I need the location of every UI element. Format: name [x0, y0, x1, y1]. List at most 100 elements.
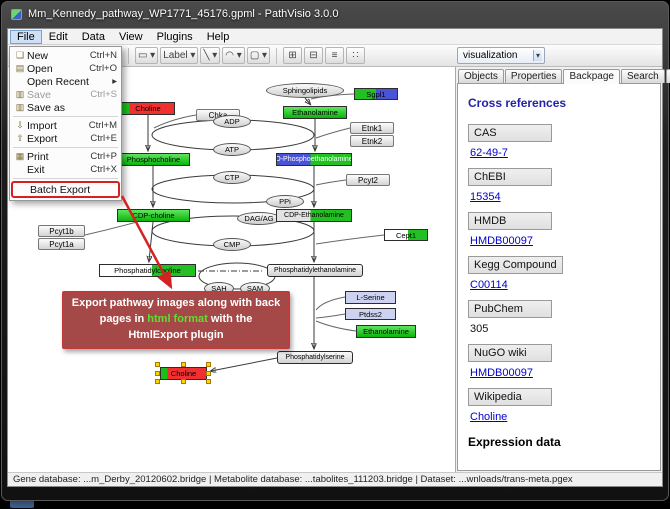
menu-item-label: Open Recent: [27, 75, 89, 88]
menu-item-icon: ▥: [15, 102, 25, 112]
pathway-node-ctp[interactable]: CTP: [213, 171, 251, 184]
visualization-select[interactable]: visualization ▾: [457, 47, 545, 64]
xref-link-wikipedia[interactable]: Choline: [470, 411, 508, 423]
pathway-node-etnk2[interactable]: Etnk2: [350, 135, 394, 147]
pathway-node-cept1[interactable]: Cept1: [384, 229, 428, 241]
html-format-highlight: html format: [147, 313, 208, 326]
xref-section-wikipedia: Wikipedia: [468, 388, 552, 406]
pathway-node-ethanolamine[interactable]: Ethanolamine: [356, 325, 416, 338]
titlebar[interactable]: Mm_Kennedy_pathway_WP1771_45176.gpml - P…: [1, 1, 669, 27]
xref-link-chebi[interactable]: 15354: [470, 191, 501, 203]
pathway-node-ptdss2[interactable]: Ptdss2: [345, 308, 396, 320]
pathway-node-dag-ag[interactable]: DAG/AG: [237, 212, 281, 225]
pathway-node-adp[interactable]: ADP: [213, 115, 251, 128]
sidebar: ObjectsPropertiesBackpageSearchLegend Cr…: [456, 67, 670, 472]
pathway-node-o-phosphoethanolamine[interactable]: O-Phosphoethanolamine: [276, 153, 352, 166]
annotation-callout: Export pathway images along with back pa…: [62, 291, 290, 349]
menu-view[interactable]: View: [118, 30, 143, 43]
xref-section-nugo-wiki: NuGO wiki: [468, 344, 552, 362]
selection-handle[interactable]: [206, 370, 211, 376]
line-button[interactable]: ╲ ▾: [200, 47, 221, 64]
graphical-line-button[interactable]: ◠ ▾: [222, 47, 245, 64]
match-size-button[interactable]: ∷: [346, 47, 366, 64]
pathway-node-sgpl1[interactable]: Sgpl1: [354, 88, 398, 100]
pathway-node-pcyt1a[interactable]: Pcyt1a: [38, 238, 85, 250]
selection-handle[interactable]: [206, 379, 211, 384]
expression-data-label: Expression data: [468, 435, 561, 449]
pathway-node-etnk1[interactable]: Etnk1: [350, 122, 394, 134]
menu-item-label: Open: [27, 62, 53, 75]
pathway-node-ethanolamine[interactable]: Ethanolamine: [283, 106, 347, 119]
annotation-line: HtmlExport plugin: [128, 328, 224, 341]
menu-item-label: Save: [27, 88, 51, 101]
menu-item-icon: ▥: [15, 89, 25, 99]
xref-section-pubchem: PubChem: [468, 300, 552, 318]
menu-plugins[interactable]: Plugins: [156, 30, 193, 43]
align-left-button[interactable]: ≡: [325, 47, 345, 64]
pathway-node-sphingolipids[interactable]: Sphingolipids: [266, 83, 344, 98]
pathway-node-cdp-ethanolamine[interactable]: CDP-Ethanolamine: [276, 209, 352, 222]
menu-file[interactable]: File: [10, 29, 42, 44]
file-menu-item-open-recent[interactable]: Open Recent ▸: [10, 75, 121, 88]
xref-link-cas[interactable]: 62-49-7: [470, 147, 508, 159]
pathway-node-ppi[interactable]: PPi: [266, 195, 304, 208]
status-text: Gene database: ...m_Derby_20120602.bridg…: [13, 474, 573, 485]
xref-value-pubchem: 305: [470, 323, 489, 335]
selection-handle[interactable]: [180, 362, 186, 367]
menu-item-label: Exit: [27, 163, 45, 176]
submenu-arrow-icon: ▸: [112, 76, 117, 87]
label-button[interactable]: Label ▾: [160, 47, 199, 64]
menu-item-icon: ❏: [15, 50, 25, 60]
edit-buttons-group: ⊞⊟≡∷: [283, 47, 366, 64]
align-horizontal-button[interactable]: ⊞: [283, 47, 303, 64]
file-menu-item-save-as[interactable]: ▥Save as: [10, 101, 121, 114]
menu-item-label: Export: [27, 132, 58, 145]
menu-data[interactable]: Data: [81, 30, 105, 43]
pathway-node-l-serine[interactable]: L-Serine: [345, 291, 396, 304]
pathway-node-phosphatidylcholine[interactable]: Phosphatidylcholine: [99, 264, 196, 277]
tab-legend[interactable]: Legend: [665, 69, 670, 83]
pathway-node-cmp[interactable]: CMP: [213, 238, 251, 251]
file-menu-item-batch-export[interactable]: Batch Export: [11, 181, 120, 198]
selection-handle[interactable]: [155, 362, 160, 367]
pathway-node-pcyt2[interactable]: Pcyt2: [346, 174, 390, 186]
sidebar-tabs: ObjectsPropertiesBackpageSearchLegend: [456, 67, 670, 84]
pathway-node-pcyt1b[interactable]: Pcyt1b: [38, 225, 85, 237]
selection-handle[interactable]: [155, 379, 160, 384]
xref-link-kegg-compound[interactable]: C00114: [470, 279, 508, 291]
tab-properties[interactable]: Properties: [504, 69, 563, 83]
gene-product-button[interactable]: ▭ ▾: [134, 47, 159, 64]
pathway-node-phosphocholine[interactable]: Phosphocholine: [117, 153, 190, 166]
selection-handle[interactable]: [206, 362, 211, 367]
pathway-node-phosphatidylserine[interactable]: Phosphatidylserine: [277, 351, 353, 364]
menu-edit[interactable]: Edit: [48, 30, 68, 43]
tab-backpage[interactable]: Backpage: [563, 69, 620, 84]
pathway-node-atp[interactable]: ATP: [213, 143, 251, 156]
cross-references-title: Cross references: [468, 96, 567, 110]
xref-link-nugo-wiki[interactable]: HMDB00097: [470, 367, 533, 379]
pathway-node-cdp-choline[interactable]: CDP-choline: [117, 209, 190, 222]
tab-search[interactable]: Search: [620, 69, 665, 83]
selection-handle[interactable]: [180, 379, 186, 384]
toolbar-separator: [127, 47, 129, 64]
pathway-node-phosphatidylethanolamine[interactable]: Phosphatidylethanolamine: [267, 264, 363, 277]
align-vertical-button[interactable]: ⊟: [304, 47, 324, 64]
menu-help[interactable]: Help: [206, 30, 230, 43]
xref-link-hmdb[interactable]: HMDB00097: [470, 235, 533, 247]
pathway-node-choline[interactable]: Choline: [121, 102, 175, 115]
shape-button[interactable]: ▢ ▾: [246, 47, 271, 64]
selection-handle[interactable]: [155, 370, 160, 376]
chevron-down-icon[interactable]: ▾: [532, 50, 542, 61]
tab-objects[interactable]: Objects: [458, 69, 504, 83]
menu-separator: [13, 178, 118, 179]
